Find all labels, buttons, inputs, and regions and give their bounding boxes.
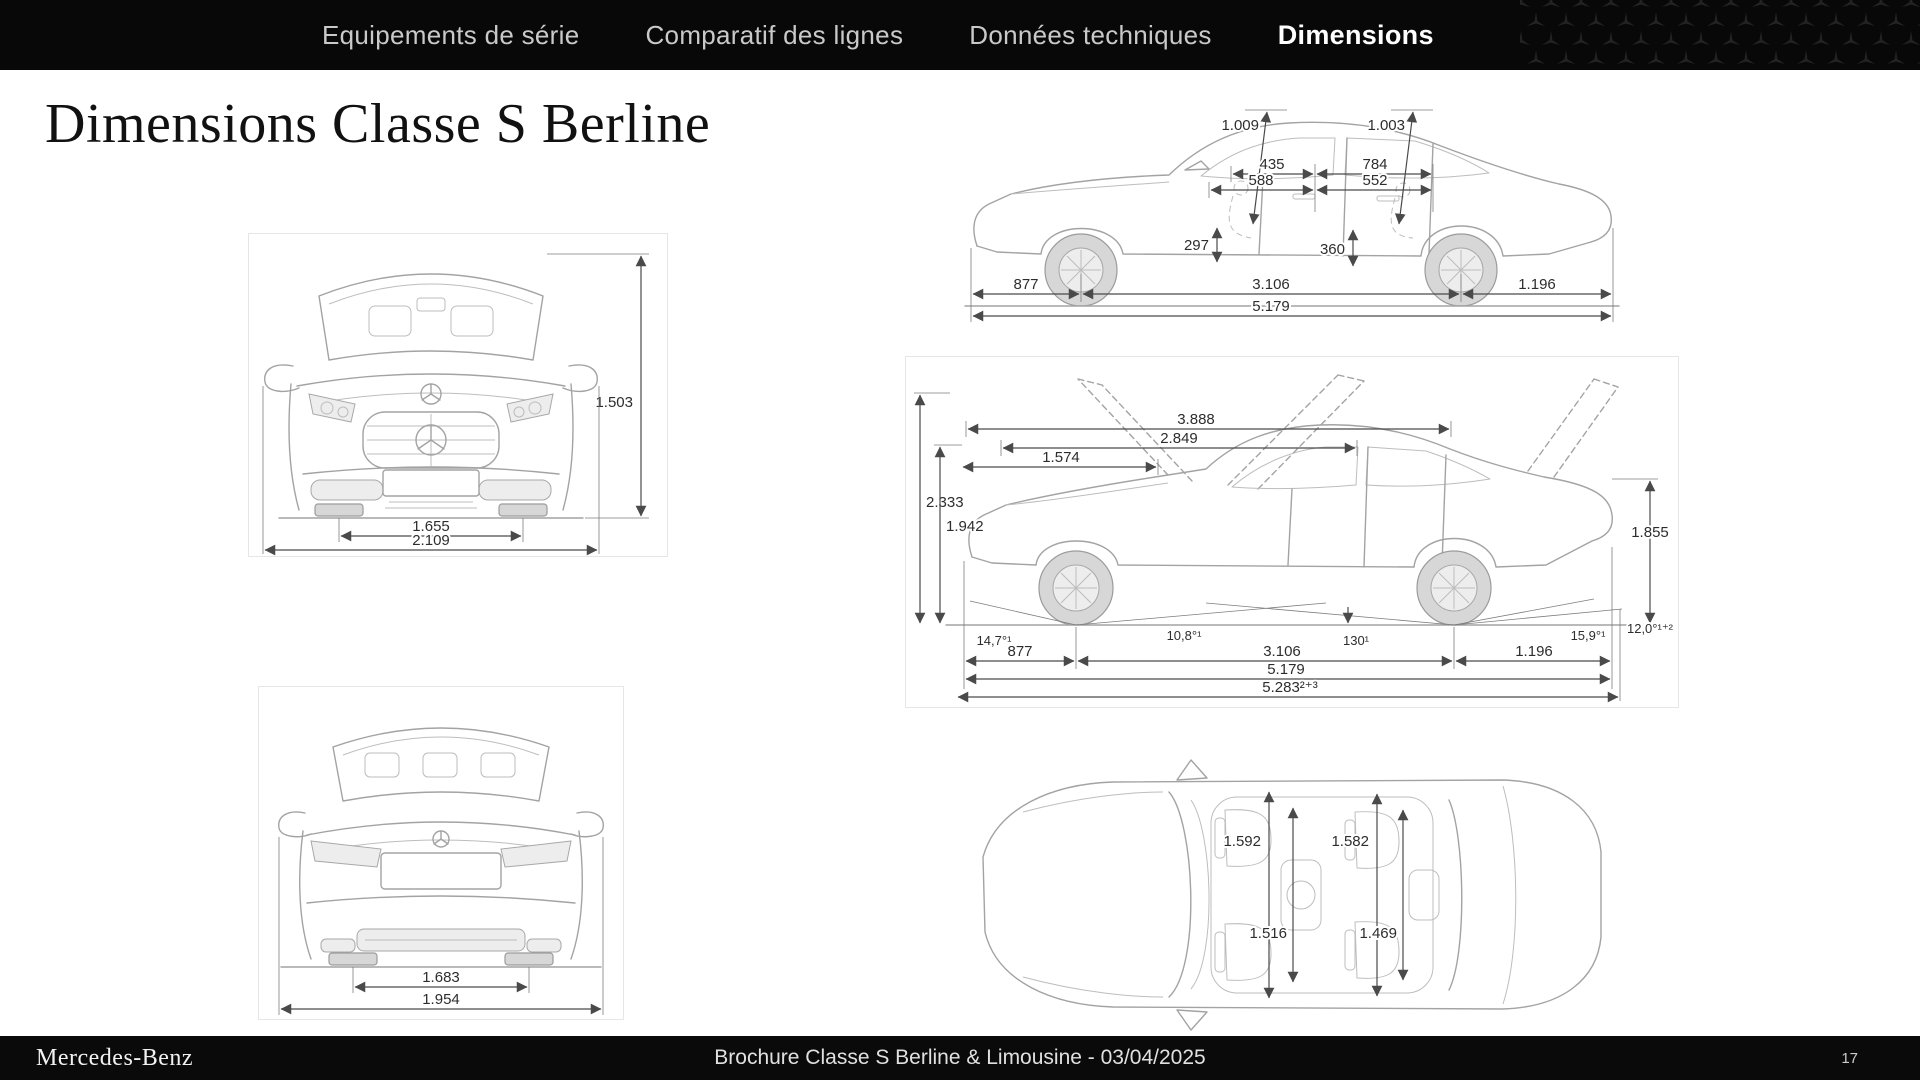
dim-open-overall-length-open: 5.283²⁺³ xyxy=(1262,679,1317,696)
dim-side-552: 552 xyxy=(1362,172,1387,189)
dim-side-435: 435 xyxy=(1259,156,1284,173)
dim-side-784: 784 xyxy=(1362,156,1387,173)
dim-side-rear-headroom: 1.003 xyxy=(1367,117,1405,134)
footer-bar: Mercedes-Benz Brochure Classe S Berline … xyxy=(0,1036,1920,1080)
dim-open-2849: 2.849 xyxy=(1160,430,1198,447)
dim-rear-overall-width: 1.954 xyxy=(422,991,460,1008)
mercedes-star-icon xyxy=(420,383,442,405)
dim-side-front-headroom: 1.009 xyxy=(1221,117,1259,134)
side-view-panel: 1.009 1.003 435 784 588 552 297 360 xyxy=(963,78,1623,330)
dim-open-1574: 1.574 xyxy=(1042,449,1080,466)
dim-side-588: 588 xyxy=(1248,172,1273,189)
tab-equipements-de-serie[interactable]: Equipements de série xyxy=(322,19,580,50)
dim-top-front-lower: 1.516 xyxy=(1249,925,1287,942)
dim-open-wheelbase: 3.106 xyxy=(1263,643,1301,660)
dim-open-2333: 2.333 xyxy=(926,494,964,511)
dim-top-rear-upper: 1.582 xyxy=(1331,833,1369,850)
dim-open-breakover-angle: 10,8°¹ xyxy=(1167,628,1203,643)
dim-open-ground-clearance: 130¹ xyxy=(1343,633,1370,648)
side-open-view-drawing: 3.888 2.849 1.574 2.333 1.942 1.855 xyxy=(914,374,1676,703)
side-view-drawing: 1.009 1.003 435 784 588 552 297 360 xyxy=(964,109,1620,322)
dim-open-front-overhang: 877 xyxy=(1007,643,1032,660)
dim-side-297: 297 xyxy=(1184,237,1209,254)
dim-open-approach-angle: 14,7°¹ xyxy=(977,633,1013,648)
dim-side-overall-length: 5.179 xyxy=(1252,298,1290,315)
dim-side-rear-overhang: 1.196 xyxy=(1518,276,1556,293)
mercedes-star-pattern xyxy=(1520,0,1920,70)
tab-comparatif-des-lignes[interactable]: Comparatif des lignes xyxy=(645,19,904,50)
dim-open-3888: 3.888 xyxy=(1177,411,1215,428)
dim-top-front-upper: 1.592 xyxy=(1223,833,1261,850)
dim-open-1855: 1.855 xyxy=(1631,524,1669,541)
dim-open-rear-overhang: 1.196 xyxy=(1515,643,1553,660)
tab-dimensions[interactable]: Dimensions xyxy=(1277,19,1434,50)
dim-front-overall-width: 2.109 xyxy=(412,532,450,549)
top-view-panel: 1.592 1.582 1.516 1.469 xyxy=(963,752,1615,1039)
footer-page-number: 17 xyxy=(1841,1049,1858,1067)
front-view-drawing: 1.503 1.655 2.109 xyxy=(262,253,649,556)
rear-view-drawing: 1.683 1.954 xyxy=(278,727,604,1015)
top-view-drawing: 1.592 1.582 1.516 1.469 xyxy=(982,759,1602,1031)
dim-front-track-width: 1.655 xyxy=(412,518,450,535)
dim-open-departure-angle: 15,9°¹ xyxy=(1571,628,1607,643)
top-navbar: Equipements de série Comparatif des lign… xyxy=(0,0,1920,70)
side-open-view-panel: 3.888 2.849 1.574 2.333 1.942 1.855 xyxy=(905,356,1679,708)
dim-side-front-overhang: 877 xyxy=(1013,276,1038,293)
dim-open-overall-length: 5.179 xyxy=(1267,661,1305,678)
dim-rear-track-width: 1.683 xyxy=(422,969,460,986)
page-title: Dimensions Classe S Berline xyxy=(45,93,711,155)
dim-side-360: 360 xyxy=(1320,241,1345,258)
dim-open-1942: 1.942 xyxy=(946,518,984,535)
dim-open-departure-angle-alt: 12,0°¹⁺² xyxy=(1627,621,1674,636)
dim-side-wheelbase: 3.106 xyxy=(1252,276,1290,293)
mercedes-benz-wordmark: Mercedes-Benz xyxy=(36,1044,194,1071)
mercedes-star-icon xyxy=(432,830,450,848)
nav-items: Equipements de série Comparatif des lign… xyxy=(0,20,1434,51)
tab-donnees-techniques[interactable]: Données techniques xyxy=(969,19,1212,50)
dim-top-rear-lower: 1.469 xyxy=(1359,925,1397,942)
dim-front-overall-height: 1.503 xyxy=(595,394,633,411)
footer-document-title: Brochure Classe S Berline & Limousine - … xyxy=(714,1046,1206,1069)
rear-view-panel: 1.683 1.954 xyxy=(258,686,624,1020)
front-view-panel: 1.503 1.655 2.109 xyxy=(248,233,668,557)
